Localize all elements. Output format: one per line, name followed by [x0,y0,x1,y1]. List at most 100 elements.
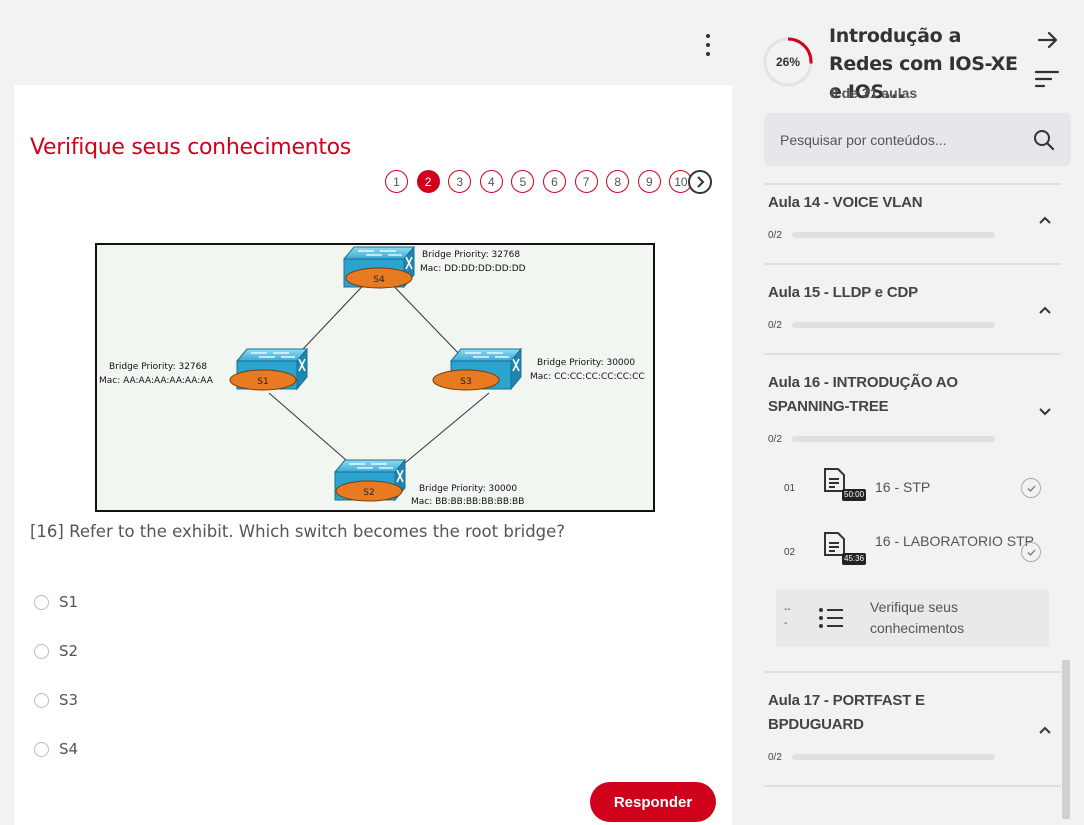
question-number-7[interactable]: 7 [574,170,598,193]
sidebar-scrollbar[interactable] [1062,660,1070,819]
duration-badge: 50:00 [842,489,867,501]
s1-label: S1 [257,377,268,387]
lesson-progress-bar [792,322,995,328]
switch-s2: S2 Bridge Priority: 30000 Mac: BB:BB:BB:… [334,459,524,507]
lesson-progress-count: 0/2 [768,752,782,763]
radio-button[interactable] [34,594,49,610]
divider [764,263,1061,265]
more-options-icon[interactable] [698,30,718,60]
option-s1[interactable]: S1 [34,593,78,611]
question-number-1[interactable]: 1 [385,170,408,193]
item-number: 02 [784,547,796,558]
question-number-8[interactable]: 8 [606,170,630,193]
chevron-up-icon[interactable] [1038,725,1052,735]
option-s3[interactable]: S3 [34,691,78,709]
divider [764,353,1061,355]
question-number-9[interactable]: 9 [637,170,661,193]
item-title: 16 - STP [875,479,931,495]
radio-button[interactable] [34,643,49,659]
item-number: 01 [784,483,796,494]
s2-mac: Mac: BB:BB:BB:BB:BB:BB [411,497,524,507]
document-icon [824,532,845,556]
sort-icon[interactable] [1034,68,1060,90]
lesson-title: Aula 14 - VOICE VLAN [768,194,923,211]
progress-percent: 26% [775,55,801,69]
item-title: Verifique seus conhecimentos [870,599,965,636]
chevron-up-icon[interactable] [1038,215,1052,225]
divider [764,183,1061,185]
s1-mac: Mac: AA:AA:AA:AA:AA:AA [99,376,214,386]
lesson-item-stp[interactable]: 01 50:00 16 - STP [776,459,1049,517]
lesson-progress-bar [792,232,995,238]
lesson-progress-bar [792,436,995,442]
option-label: S1 [59,593,79,611]
switch-s4: S4 Bridge Priority: 32768 Mac: DD:DD:DD:… [343,246,526,289]
duration-badge: 45:36 [842,553,867,565]
lessons-count: 8 de 31 aulas [830,85,918,101]
lesson-title: Aula 15 - LLDP e CDP [768,284,918,301]
question-text: [16] Refer to the exhibit. Which switch … [30,522,566,541]
item-number: -- - [784,604,791,629]
lesson-title: Aula 16 - INTRODUÇÃO AO SPANNING-TREE [768,374,958,415]
s1-priority: Bridge Priority: 32768 [109,362,207,372]
lesson-15[interactable]: Aula 15 - LLDP e CDP 0/2 [764,281,1061,351]
lesson-progress-count: 0/2 [768,230,782,241]
s3-mac: Mac: CC:CC:CC:CC:CC:CC [530,372,645,382]
lesson-16[interactable]: Aula 16 - INTRODUÇÃO AO SPANNING-TREE 0/… [764,371,1061,451]
check-icon[interactable] [1021,542,1041,562]
s3-priority: Bridge Priority: 30000 [537,358,635,368]
question-number-2[interactable]: 2 [416,170,440,193]
switch-s1: S1 Bridge Priority: 32768 Mac: AA:AA:AA:… [99,348,308,391]
chevron-down-icon[interactable] [1038,407,1052,417]
divider [764,785,1061,787]
lesson-item-quiz[interactable]: -- - Verifique seus conhecimentos [776,589,1049,647]
lesson-list: Aula 14 - VOICE VLAN 0/2 Aula 15 - LLDP … [764,183,1061,819]
s4-label: S4 [373,275,385,285]
option-label: S2 [59,642,79,660]
search-input[interactable] [764,113,1024,166]
s4-mac: Mac: DD:DD:DD:DD:DD [420,264,526,274]
chevron-right-icon [697,176,705,188]
s4-priority: Bridge Priority: 32768 [422,250,520,260]
search-icon[interactable] [1033,129,1055,151]
lesson-progress-count: 0/2 [768,320,782,331]
s2-priority: Bridge Priority: 30000 [419,484,517,494]
question-number-3[interactable]: 3 [448,170,472,193]
course-title: Introdução a Redes com IOS-XE e IOS... [829,25,1018,103]
check-icon[interactable] [1021,478,1041,498]
lesson-progress-count: 0/2 [768,434,782,445]
lesson-title: Aula 17 - PORTFAST E BPDUGUARD [768,692,925,733]
list-icon [819,608,843,628]
option-s2[interactable]: S2 [34,642,78,660]
switch-s3: S3 Bridge Priority: 30000 Mac: CC:CC:CC:… [432,348,645,391]
s2-label: S2 [363,488,374,498]
exhibit-image: S4 Bridge Priority: 32768 Mac: DD:DD:DD:… [95,243,655,512]
arrow-right-icon[interactable] [1036,28,1060,52]
search-box [764,113,1071,166]
quiz-title: Verifique seus conhecimentos [30,135,351,160]
radio-button[interactable] [34,741,49,757]
next-questions-button[interactable] [688,170,712,194]
option-label: S4 [59,740,79,758]
s3-label: S3 [460,377,471,387]
question-number-4[interactable]: 4 [479,170,503,193]
network-topology-diagram: S4 Bridge Priority: 32768 Mac: DD:DD:DD:… [99,246,645,507]
question-number-6[interactable]: 6 [543,170,566,193]
radio-button[interactable] [34,692,49,708]
lesson-17[interactable]: Aula 17 - PORTFAST E BPDUGUARD 0/2 [764,689,1061,769]
question-number-5[interactable]: 5 [511,170,535,193]
divider [764,671,1061,673]
lesson-14[interactable]: Aula 14 - VOICE VLAN 0/2 [764,191,1061,261]
option-s4[interactable]: S4 [34,740,78,758]
item-title: 16 - LABORATORIO STP [875,533,1034,549]
document-icon [824,468,845,492]
chevron-up-icon[interactable] [1038,305,1052,315]
lesson-item-laboratorio-stp[interactable]: 02 45:36 16 - LABORATORIO STP [776,523,1049,581]
option-label: S3 [59,691,79,709]
course-progress-ring: 26% [762,36,814,88]
lesson-progress-bar [792,754,995,760]
answer-button[interactable]: Responder [590,782,716,822]
